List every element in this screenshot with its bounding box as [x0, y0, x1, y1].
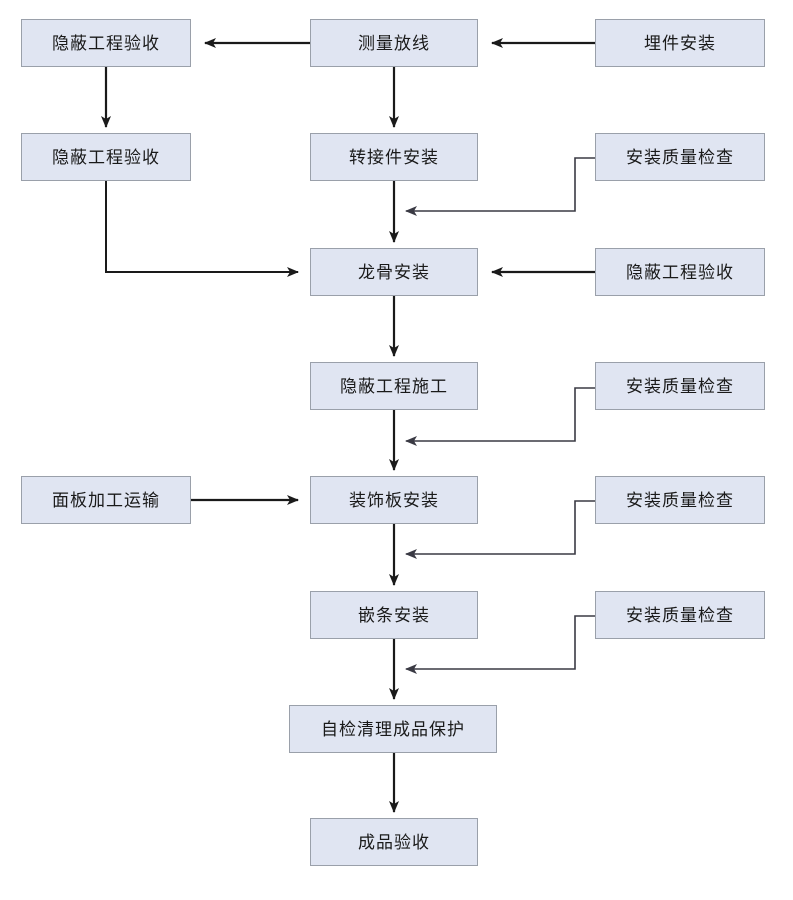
node-label: 安装质量检查 — [626, 490, 734, 510]
node-install-quality-check-4[interactable]: 安装质量检查 — [595, 591, 765, 639]
edge-n15-n14 — [405, 615, 595, 674]
edge-n4-n7 — [105, 181, 299, 277]
node-label: 埋件安装 — [644, 33, 716, 53]
node-hidden-work-construction[interactable]: 隐蔽工程施工 — [310, 362, 478, 410]
node-label: 成品验收 — [358, 832, 430, 852]
edge-n6-n5 — [405, 157, 595, 216]
node-label: 安装质量检查 — [626, 147, 734, 167]
node-label: 转接件安装 — [349, 147, 439, 167]
node-label: 测量放线 — [358, 33, 430, 53]
node-install-quality-check-2[interactable]: 安装质量检查 — [595, 362, 765, 410]
node-adapter-install[interactable]: 转接件安装 — [310, 133, 478, 181]
node-label: 安装质量检查 — [626, 376, 734, 396]
node-label: 龙骨安装 — [358, 262, 430, 282]
edge-n13-n12 — [405, 500, 595, 559]
node-label: 隐蔽工程验收 — [626, 262, 734, 282]
node-label: 自检清理成品保护 — [321, 719, 465, 739]
node-survey-setting-out[interactable]: 测量放线 — [310, 19, 478, 67]
node-embedded-part-install[interactable]: 埋件安装 — [595, 19, 765, 67]
node-decorative-panel-install[interactable]: 装饰板安装 — [310, 476, 478, 524]
node-keel-install[interactable]: 龙骨安装 — [310, 248, 478, 296]
edge-n10-n9 — [405, 387, 595, 446]
node-self-inspection-cleanup-protection[interactable]: 自检清理成品保护 — [289, 705, 497, 753]
node-label: 隐蔽工程验收 — [52, 147, 160, 167]
node-finished-product-acceptance[interactable]: 成品验收 — [310, 818, 478, 866]
node-hidden-work-acceptance-2[interactable]: 隐蔽工程验收 — [21, 133, 191, 181]
node-install-quality-check-3[interactable]: 安装质量检查 — [595, 476, 765, 524]
node-trim-strip-install[interactable]: 嵌条安装 — [310, 591, 478, 639]
node-label: 装饰板安装 — [349, 490, 439, 510]
node-install-quality-check-1[interactable]: 安装质量检查 — [595, 133, 765, 181]
node-hidden-work-acceptance-3[interactable]: 隐蔽工程验收 — [595, 248, 765, 296]
node-label: 隐蔽工程施工 — [340, 376, 448, 396]
node-label: 安装质量检查 — [626, 605, 734, 625]
node-label: 隐蔽工程验收 — [52, 33, 160, 53]
node-label: 嵌条安装 — [358, 605, 430, 625]
node-panel-fabrication-transport[interactable]: 面板加工运输 — [21, 476, 191, 524]
node-hidden-work-acceptance-1[interactable]: 隐蔽工程验收 — [21, 19, 191, 67]
node-label: 面板加工运输 — [52, 490, 160, 510]
